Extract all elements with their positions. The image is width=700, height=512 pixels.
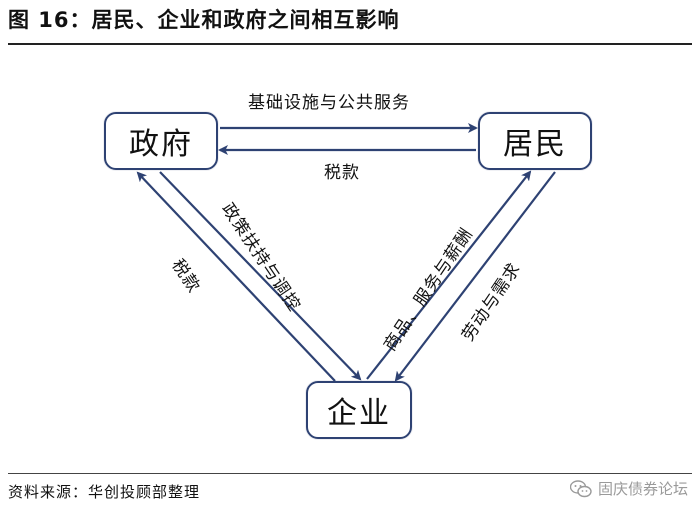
figure-title: 图 16：居民、企业和政府之间相互影响 [8,8,400,32]
edge-label-public-services: 基础设施与公共服务 [248,93,410,113]
node-enterprise: 企业 [306,381,412,439]
arrow-ent-to-gov [136,171,336,382]
arrow-gov-to-ent [159,171,362,381]
node-government: 政府 [104,112,218,170]
edge-label-tax-top: 税款 [324,163,360,183]
source-note: 资料来源：华创投顾部整理 [8,483,201,501]
node-government-label: 政府 [129,127,193,162]
title-divider [8,43,692,45]
watermark: 固庆债券论坛 [569,478,688,499]
node-enterprise-label: 企业 [327,396,391,431]
node-residents-label: 居民 [503,127,567,162]
wechat-icon [569,479,592,497]
watermark-text: 固庆债券论坛 [597,480,688,498]
node-residents: 居民 [478,112,592,170]
footer-divider [8,473,692,474]
arrow-res-to-ent [394,171,556,382]
arrow-ent-to-res [366,170,532,380]
